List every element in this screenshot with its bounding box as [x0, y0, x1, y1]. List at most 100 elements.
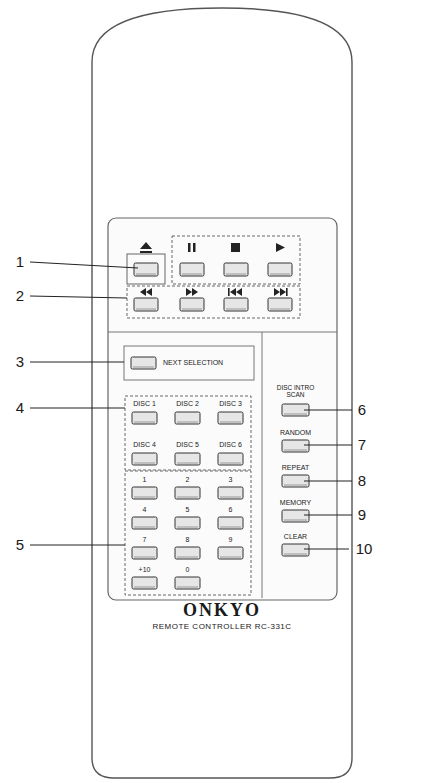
push-button: [131, 357, 156, 369]
button-shade: [133, 367, 154, 368]
push-button: [268, 298, 292, 311]
button-label: 1: [143, 476, 147, 483]
buttons: [131, 263, 309, 589]
push-button: [282, 510, 309, 522]
button-panel: [108, 218, 337, 600]
push-button: [180, 263, 204, 276]
button-shade: [134, 463, 155, 464]
leader-lines: [30, 262, 352, 549]
button-label: NEXT SELECTION: [163, 359, 223, 366]
button-label: 2: [186, 476, 190, 483]
push-button: [224, 263, 248, 276]
push-button: [132, 487, 157, 499]
button-shade: [136, 309, 156, 310]
push-button: [224, 298, 248, 311]
button-shade: [182, 274, 202, 275]
callout-number: 3: [16, 354, 24, 370]
button-shade: [270, 309, 290, 310]
callout-number: 6: [358, 402, 366, 418]
button-shade: [226, 309, 246, 310]
button-shade: [270, 274, 290, 275]
callout-number: 10: [356, 541, 373, 557]
button-shade: [284, 485, 307, 486]
push-button: [175, 577, 200, 589]
button-shade: [177, 497, 198, 498]
push-button: [132, 412, 157, 424]
push-button: [218, 453, 243, 465]
button-shade: [284, 414, 307, 415]
push-button: [218, 487, 243, 499]
push-button: [218, 412, 243, 424]
push-button: [175, 547, 200, 559]
button-label: CLEAR: [284, 533, 307, 540]
button-shade: [220, 463, 241, 464]
remote-body: [92, 8, 352, 778]
callout-number: 2: [16, 288, 24, 304]
button-label: 5: [186, 506, 190, 513]
button-shade: [134, 557, 155, 558]
button-label: DISC INTRO SCAN: [268, 385, 324, 399]
push-button: [175, 517, 200, 529]
button-shade: [177, 557, 198, 558]
button-label: RANDOM: [280, 429, 311, 436]
button-shade: [284, 450, 307, 451]
button-shade: [220, 497, 241, 498]
button-label: DISC 3: [219, 400, 242, 407]
push-button: [132, 577, 157, 589]
callout-number: 5: [16, 537, 24, 553]
button-shade: [177, 422, 198, 423]
button-shade: [177, 587, 198, 588]
push-button: [175, 412, 200, 424]
button-label: DISC 1: [133, 400, 156, 407]
button-shade: [134, 587, 155, 588]
brand-logo: ONKYO: [183, 601, 261, 620]
push-button: [180, 298, 204, 311]
button-shade: [220, 527, 241, 528]
button-label: 3: [229, 476, 233, 483]
button-label: DISC 6: [219, 441, 242, 448]
callout-number: 8: [358, 473, 366, 489]
push-button: [132, 517, 157, 529]
button-shade: [220, 557, 241, 558]
button-label: REPEAT: [282, 464, 310, 471]
button-shade: [182, 309, 202, 310]
model-name: REMOTE CONTROLLER RC-331C: [152, 623, 291, 631]
push-button: [218, 547, 243, 559]
button-label: DISC 2: [176, 400, 199, 407]
button-label: DISC 4: [133, 441, 156, 448]
push-button: [134, 298, 158, 311]
panel-divider: [108, 332, 337, 598]
callout-number: 4: [16, 400, 24, 416]
next-selection-frame: [124, 346, 254, 380]
callout-number: 9: [358, 507, 366, 523]
push-button: [218, 517, 243, 529]
button-label: 0: [186, 566, 190, 573]
push-button: [268, 263, 292, 276]
button-shade: [177, 527, 198, 528]
push-button: [175, 487, 200, 499]
button-label: 8: [186, 536, 190, 543]
button-label: DISC 5: [176, 441, 199, 448]
button-label: 4: [143, 506, 147, 513]
button-shade: [134, 422, 155, 423]
button-shade: [134, 527, 155, 528]
transport-symbols: [140, 242, 288, 296]
button-shade: [220, 422, 241, 423]
push-button: [282, 440, 309, 452]
push-button: [134, 263, 158, 276]
button-shade: [284, 554, 307, 555]
button-shade: [177, 463, 198, 464]
button-shade: [134, 497, 155, 498]
button-shade: [284, 520, 307, 521]
push-button: [132, 453, 157, 465]
callout-number: 7: [358, 437, 366, 453]
button-shade: [226, 274, 246, 275]
button-label: 9: [229, 536, 233, 543]
button-label: 7: [143, 536, 147, 543]
button-label: +10: [139, 566, 151, 573]
push-button: [132, 547, 157, 559]
eject-frame: [127, 254, 165, 284]
callout-number: 1: [16, 254, 24, 270]
